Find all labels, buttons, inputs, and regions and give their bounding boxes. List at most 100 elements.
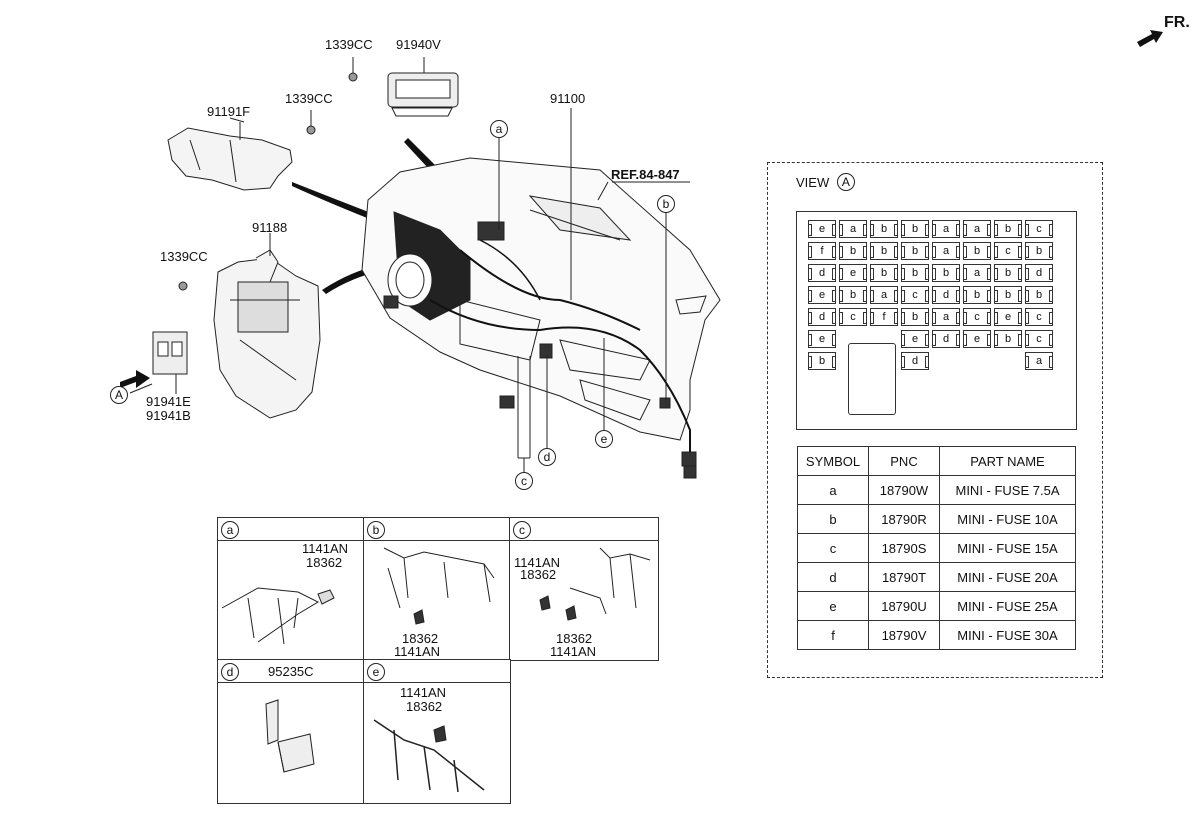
fuse-slot: e <box>808 330 836 348</box>
fuse-slot: c <box>1025 220 1053 238</box>
label-1339cc-top: 1339CC <box>325 37 373 52</box>
fuse-slot: b <box>901 242 929 260</box>
fuse-slot: b <box>870 264 898 282</box>
label-91941b: 91941B <box>146 408 191 423</box>
fuse-slot: b <box>808 352 836 370</box>
fuse-slot: c <box>1025 308 1053 326</box>
bracket-91191f <box>167 122 293 191</box>
detail-a-drawing <box>221 587 335 645</box>
fuse-slot: a <box>932 242 960 260</box>
fuse-slot: b <box>839 286 867 304</box>
callout-e: e <box>595 430 613 448</box>
detail-c-part4: 1141AN <box>550 644 597 659</box>
fuse-slot: d <box>932 330 960 348</box>
front-arrow-icon <box>1137 30 1163 47</box>
label-91941e: 91941E <box>146 394 191 409</box>
fuse-slot: a <box>1025 352 1053 370</box>
fuse-slot: e <box>808 286 836 304</box>
fuse-block-relay <box>848 343 896 415</box>
detail-e: e 1141AN 18362 <box>363 659 511 804</box>
callout-c: c <box>515 472 533 490</box>
detail-e-drawing <box>373 719 485 793</box>
label-91191f: 91191F <box>207 104 251 119</box>
detail-c: c 1141AN 18362 18362 1141AN <box>509 517 659 661</box>
table-header-pnc: PNC <box>868 446 940 476</box>
fuse-slot: d <box>932 286 960 304</box>
fuse-slot: c <box>994 242 1022 260</box>
ref-label: REF.84-847 <box>611 167 680 182</box>
label-91188: 91188 <box>252 220 288 235</box>
detail-c-part3: 18362 <box>556 631 593 646</box>
fuse-slot: b <box>994 330 1022 348</box>
detail-c-marker: c <box>513 521 531 539</box>
fuse-slot: c <box>901 286 929 304</box>
label-1339cc-left: 1339CC <box>160 249 208 264</box>
front-label: FR. <box>1164 14 1190 31</box>
fuse-slot: b <box>870 220 898 238</box>
fuse-slot: f <box>808 242 836 260</box>
view-arrow-icon <box>120 370 150 388</box>
fuse-slot: a <box>932 220 960 238</box>
relay-unit <box>152 331 188 375</box>
view-title: VIEW A <box>796 173 855 192</box>
fuse-slot: e <box>839 264 867 282</box>
detail-c-drawing <box>539 547 651 621</box>
fuse-slot: e <box>901 330 929 348</box>
callout-a: a <box>490 120 508 138</box>
fuse-slot: b <box>994 264 1022 282</box>
fuse-slot: e <box>963 330 991 348</box>
fuse-slot: a <box>839 220 867 238</box>
label-1339cc-mid: 1339CC <box>285 91 333 106</box>
cluster-unit <box>387 57 459 117</box>
fuse-slot: c <box>839 308 867 326</box>
callout-b: b <box>657 195 675 213</box>
fuse-slot: a <box>963 220 991 238</box>
fuse-slot: b <box>963 286 991 304</box>
fuse-slot: b <box>963 242 991 260</box>
detail-d-part1: 95235C <box>268 664 314 679</box>
callout-d: d <box>538 448 556 466</box>
view-a-panel <box>767 162 1103 678</box>
detail-b-marker: b <box>367 521 385 539</box>
fuse-slot: c <box>963 308 991 326</box>
junction-box-91188 <box>213 249 321 419</box>
fuse-slot: d <box>808 264 836 282</box>
fuse-slot: b <box>1025 242 1053 260</box>
detail-a: a 1141AN 18362 <box>217 517 365 661</box>
detail-b-part2: 1141AN <box>394 644 441 659</box>
fuse-box <box>796 211 1077 430</box>
fuse-slot: b <box>901 308 929 326</box>
label-91940v: 91940V <box>396 37 441 52</box>
view-marker-a: A <box>110 386 128 404</box>
fuse-slot: c <box>1025 330 1053 348</box>
fuse-slot: d <box>808 308 836 326</box>
fuse-slot: a <box>870 286 898 304</box>
fuse-slot: f <box>870 308 898 326</box>
fuse-slot: b <box>932 264 960 282</box>
fuse-slot: e <box>994 308 1022 326</box>
fuse-slot: b <box>901 220 929 238</box>
fuse-slot: d <box>901 352 929 370</box>
fuse-slot: a <box>963 264 991 282</box>
detail-c-part2: 18362 <box>520 567 557 582</box>
dashboard <box>361 157 721 479</box>
table-header-symbol: SYMBOL <box>797 446 869 476</box>
table-header-part-name: PART NAME <box>939 446 1076 476</box>
detail-grid: a 1141AN 18362 b 18362 1141AN c 1141AN 1… <box>217 517 659 804</box>
detail-e-marker: e <box>367 663 385 681</box>
fuse-slot: b <box>994 286 1022 304</box>
detail-d: d 95235C <box>217 659 365 804</box>
fuse-slot: e <box>808 220 836 238</box>
fuse-slot: b <box>1025 286 1053 304</box>
fuse-slot: d <box>1025 264 1053 282</box>
detail-e-part2: 18362 <box>406 699 443 714</box>
detail-e-part1: 1141AN <box>400 685 447 700</box>
